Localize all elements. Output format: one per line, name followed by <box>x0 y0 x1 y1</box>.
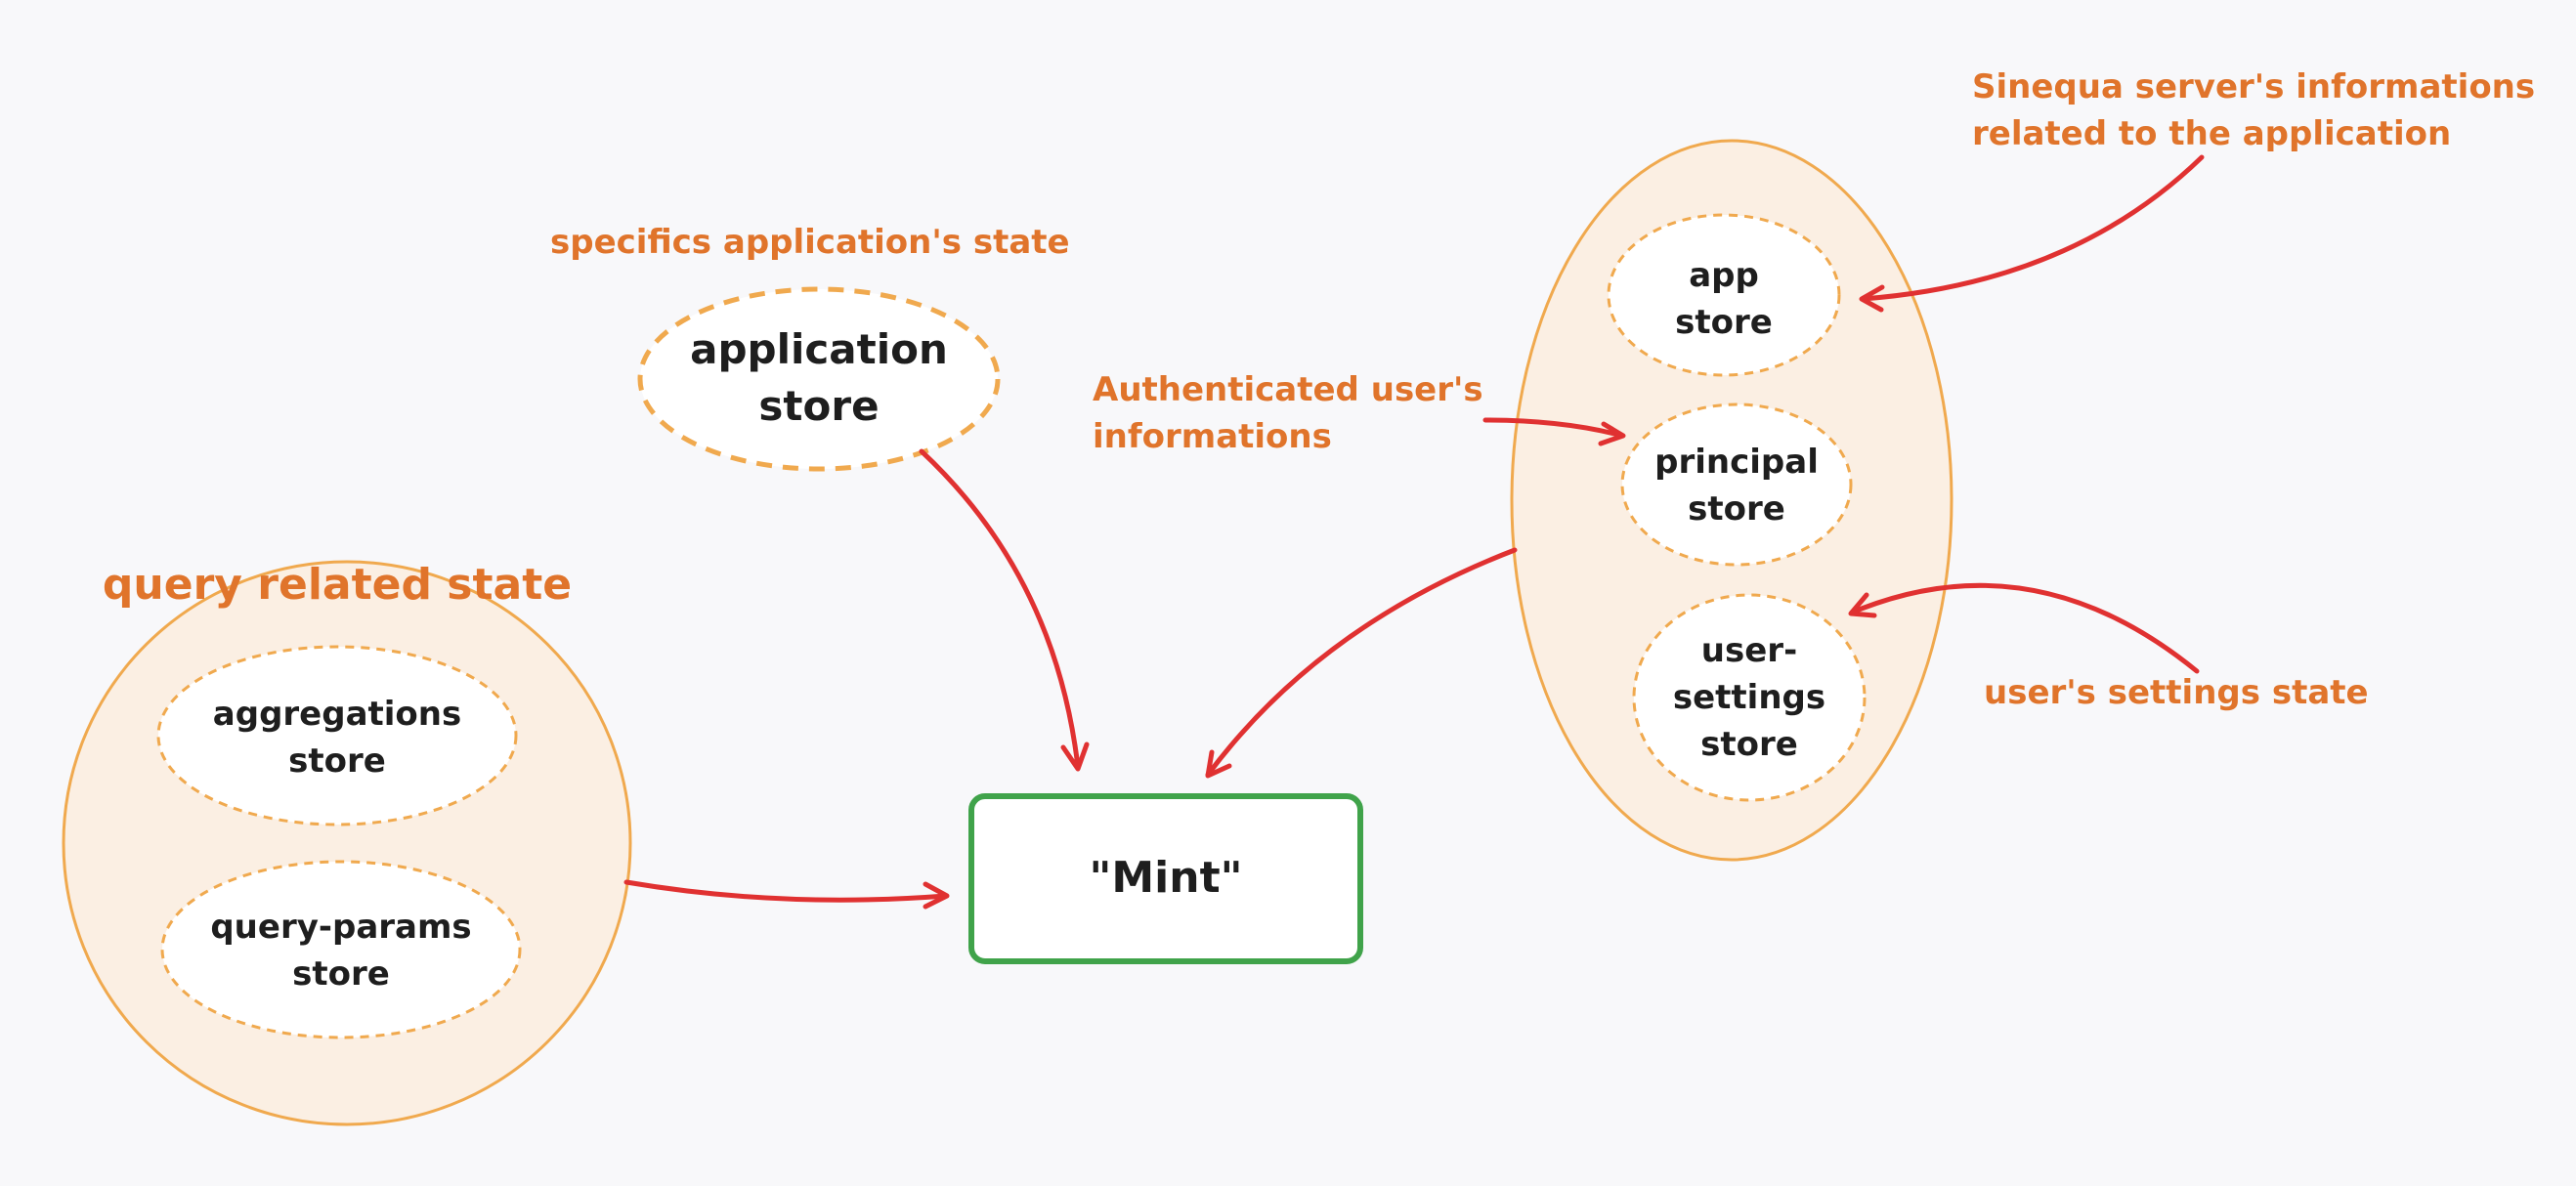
user-settings-store-label-2: settings <box>1673 678 1825 717</box>
principal-store-node: principal store <box>1620 402 1853 567</box>
query-params-store-label-1: query-params <box>210 908 471 947</box>
mint-node: "Mint" <box>968 793 1363 964</box>
sinequa-annotation: Sinequa server's informations related to… <box>1972 67 2535 153</box>
arrow-query-to-mint <box>623 879 950 910</box>
arrow-sinequa-to-app-store <box>1859 154 2205 313</box>
arrow-application-to-mint <box>919 448 1090 772</box>
user-settings-store-node: user- settings store <box>1632 593 1867 802</box>
application-store-label-1: application <box>690 325 948 373</box>
arrow-auth-to-principal-store <box>1482 417 1626 446</box>
auth-annotation-line-1: Authenticated user's <box>1093 370 1483 409</box>
user-settings-store-label-3: store <box>1700 725 1798 764</box>
aggregations-store-label-2: store <box>288 741 386 781</box>
arrow-user-settings-to-store <box>1848 582 2200 674</box>
aggregations-store-node: aggregations store <box>156 645 518 826</box>
principal-store-label-1: principal <box>1654 443 1819 482</box>
query-params-store-label-2: store <box>292 954 390 994</box>
application-store-node: specifics application's state applicatio… <box>550 223 1070 472</box>
query-params-store-node: query-params store <box>160 860 522 1039</box>
user-settings-store-label-1: user- <box>1701 631 1797 670</box>
aggregations-store-label-1: aggregations <box>213 695 461 734</box>
application-annotation: specifics application's state <box>550 223 1070 262</box>
auth-annotation: Authenticated user's informations <box>1093 370 1483 456</box>
app-store-node: app store <box>1607 213 1841 377</box>
application-store-label-2: store <box>758 382 879 430</box>
sinequa-annotation-line-1: Sinequa server's informations <box>1972 67 2535 106</box>
sinequa-annotation-line-2: related to the application <box>1972 114 2451 153</box>
app-store-label-1: app <box>1689 256 1759 295</box>
mint-label: "Mint" <box>1089 853 1242 903</box>
server-state-group: app store principal store user- settings… <box>1510 139 1953 862</box>
user-settings-annotation: user's settings state <box>1984 673 2369 712</box>
query-group-title: query related state <box>103 560 572 610</box>
principal-store-label-2: store <box>1688 489 1785 529</box>
auth-annotation-line-2: informations <box>1093 417 1332 456</box>
query-related-state-group: query related state aggregations store q… <box>62 560 632 1126</box>
arrow-server-to-mint <box>1205 547 1518 779</box>
app-store-label-2: store <box>1675 303 1773 342</box>
